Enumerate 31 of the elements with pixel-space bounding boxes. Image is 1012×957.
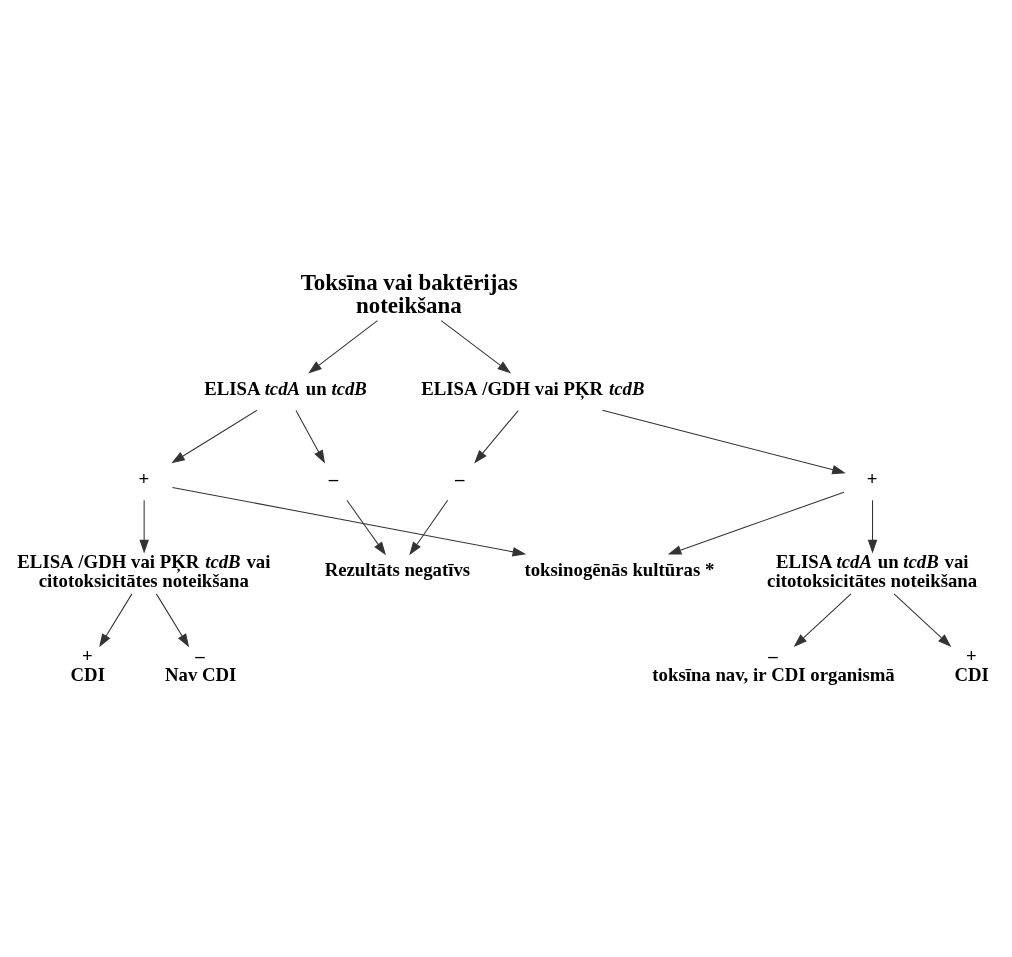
arrow [170,409,257,463]
arrow [793,592,852,647]
node-text: + [866,467,877,489]
node-text: Toksīna vai baktērijas noteikšana [300,269,518,318]
arrow [171,486,526,556]
node-text: Rezultāts negatīvs [324,558,470,580]
node-text: – Nav CDI [164,644,236,685]
node-text: – [328,467,338,489]
arrow [667,491,844,555]
arrow [893,592,951,647]
node-text: toksinogēnās kultūras * [524,558,714,580]
arrow [307,319,378,373]
node-text: – [454,467,464,489]
node-text: ELISA /GDH vai PĶR tcdB [420,377,644,399]
arrow [98,592,132,647]
node-text: ELISA tcdA un tcdB [203,377,367,399]
node-text: + CDI [70,644,105,685]
arrow [345,499,386,555]
arrow [138,499,149,553]
arrow [473,409,519,463]
arrow [295,409,325,464]
arrow [408,499,448,555]
node-text: + [137,467,149,489]
node-text: ELISA tcdA un tcdB vai citotoksicitātes noteikšana [766,550,977,591]
node-text: + CDI [953,644,989,685]
node-text: ELISA /GDH vai PĶR tcdB vai citotoksicitātes noteikšana [16,550,270,591]
arrow [155,592,189,647]
arrow [601,409,846,474]
arrow [440,319,511,373]
arrow [867,499,877,553]
node-text: – toksīna nav, ir CDI organismā [651,644,895,685]
